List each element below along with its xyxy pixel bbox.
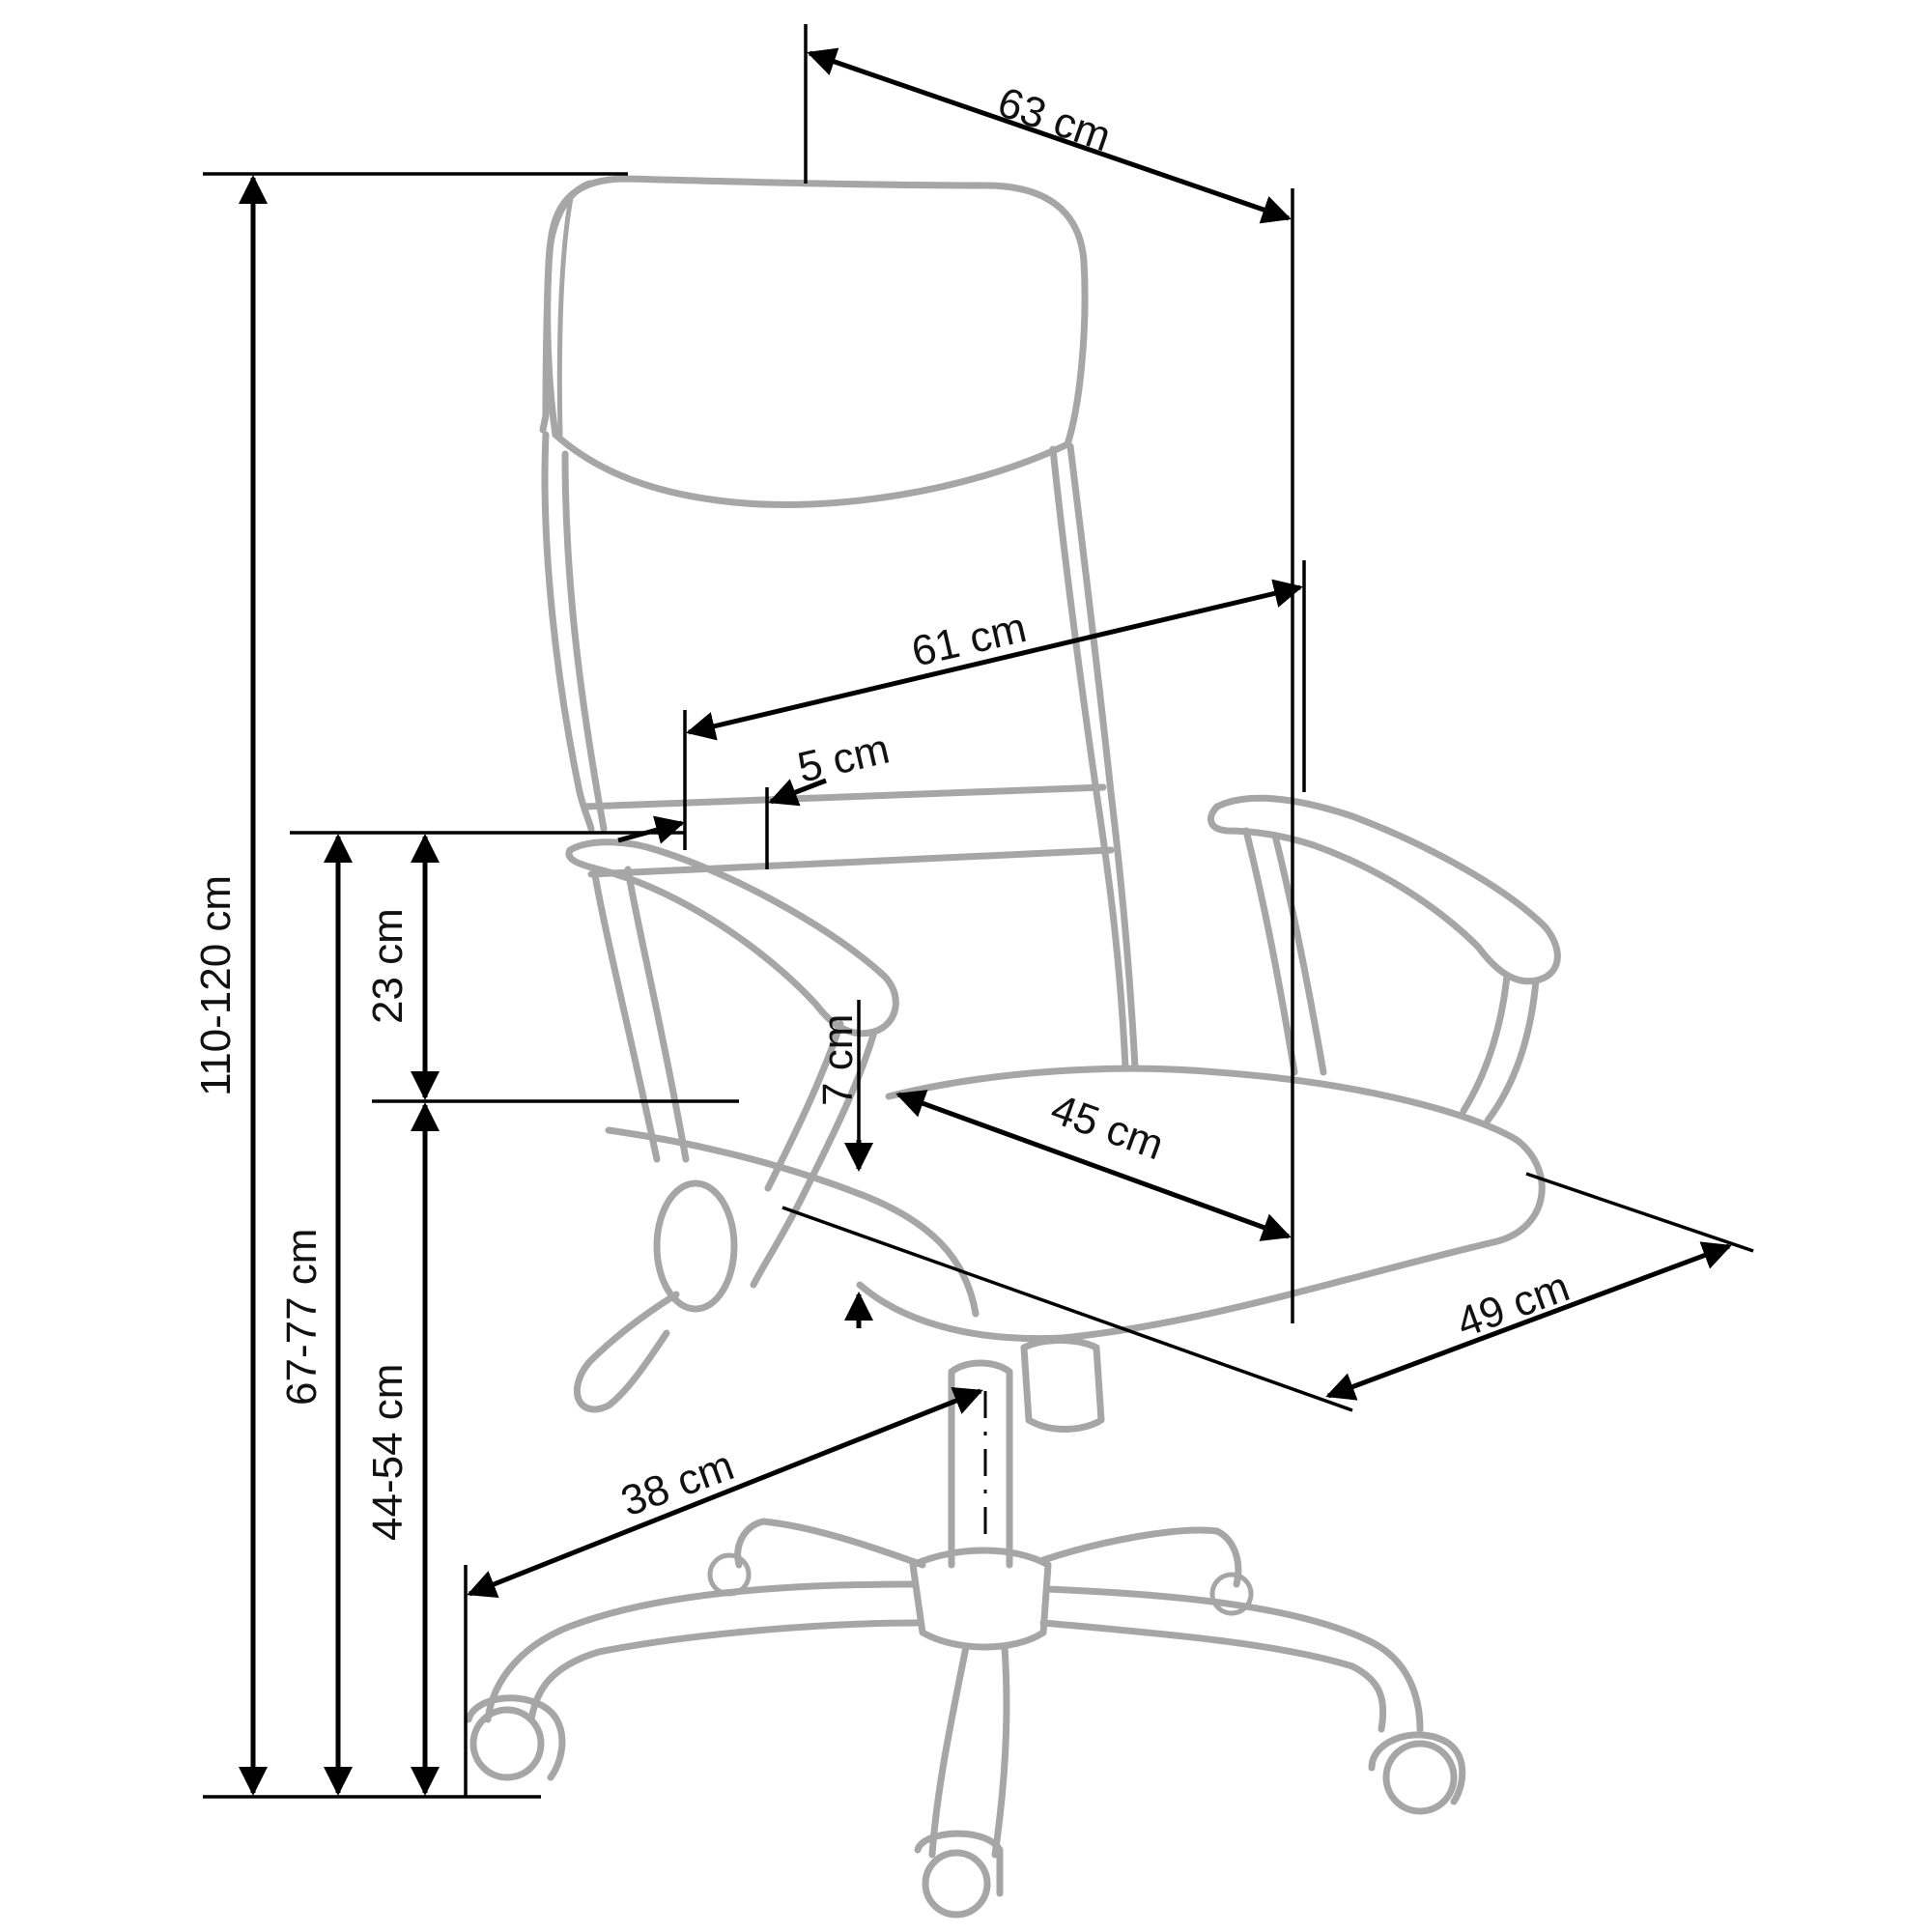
- caster-back-right: [1209, 1572, 1254, 1616]
- armrest-right: [1208, 794, 1561, 985]
- armrest-right-support: [1460, 972, 1540, 1124]
- ext-49-bottom: [781, 1206, 1353, 1412]
- dim-seat-depth: [895, 1090, 1292, 1241]
- caster-left-housing: [465, 1694, 566, 1781]
- dimension-lines: [203, 24, 1754, 1799]
- back-frame-right: [1049, 445, 1129, 1071]
- ext-49-top: [1525, 1172, 1754, 1253]
- label-armrest-height: 67-77 cm: [278, 1229, 326, 1406]
- label-armrest-width: 5 cm: [793, 725, 894, 792]
- backrest-outline: [544, 175, 1089, 508]
- chair-illustration: [465, 175, 1561, 1918]
- tilt-knob: [653, 1179, 738, 1313]
- caster-front: [922, 1849, 991, 1918]
- label-total-height: 110-120 cm: [192, 875, 240, 1096]
- leg-right: [1039, 1585, 1424, 1733]
- leg-back-right: [1039, 1526, 1242, 1588]
- mechanism-plate: [605, 1126, 980, 1318]
- gas-lift-sleeve: [1020, 1337, 1105, 1433]
- dim-overall-width: [807, 47, 1292, 224]
- label-armrest-above-seat: 23 cm: [364, 908, 412, 1024]
- caster-right: [1382, 1740, 1458, 1815]
- back-frame-right-inner: [1066, 442, 1139, 1071]
- armrest-right-post: [1242, 827, 1327, 1076]
- leg-front: [928, 1643, 1010, 1859]
- dim-seat-width: [1325, 1241, 1732, 1401]
- leg-left: [484, 1580, 922, 1723]
- dim-armrest-span: [686, 579, 1303, 741]
- caster-right-housing: [1368, 1731, 1466, 1805]
- armrest-left-post: [590, 866, 690, 1163]
- base-hub: [909, 1547, 1052, 1651]
- back-frame-left-inner: [561, 450, 608, 833]
- armrest-left: [565, 838, 899, 1037]
- caster-front-housing: [914, 1830, 1004, 1897]
- label-seat-width: 49 cm: [1451, 1263, 1576, 1347]
- dimension-labels: 63 cm 61 cm 5 cm 110-120 cm 23 cm 67-77 …: [192, 78, 1576, 1541]
- caster-left: [469, 1706, 545, 1781]
- lumbar-band-top: [581, 783, 1107, 810]
- leg-back-left: [734, 1518, 926, 1569]
- label-seat-height: 44-54 cm: [364, 1364, 412, 1541]
- headrest-side-left: [539, 180, 593, 434]
- back-frame-left: [541, 431, 595, 833]
- dim-base-radius: [467, 1387, 983, 1598]
- caster-back-left: [707, 1552, 752, 1597]
- dim-armrest-width-right: [768, 778, 827, 807]
- headrest-seam: [556, 190, 575, 438]
- lumbar-band-bottom: [587, 846, 1115, 878]
- label-seat-thickness: 7 cm: [814, 1014, 862, 1106]
- label-overall-width: 63 cm: [992, 78, 1117, 160]
- lever: [573, 1291, 680, 1413]
- dim-armrest-width-left: [617, 815, 685, 844]
